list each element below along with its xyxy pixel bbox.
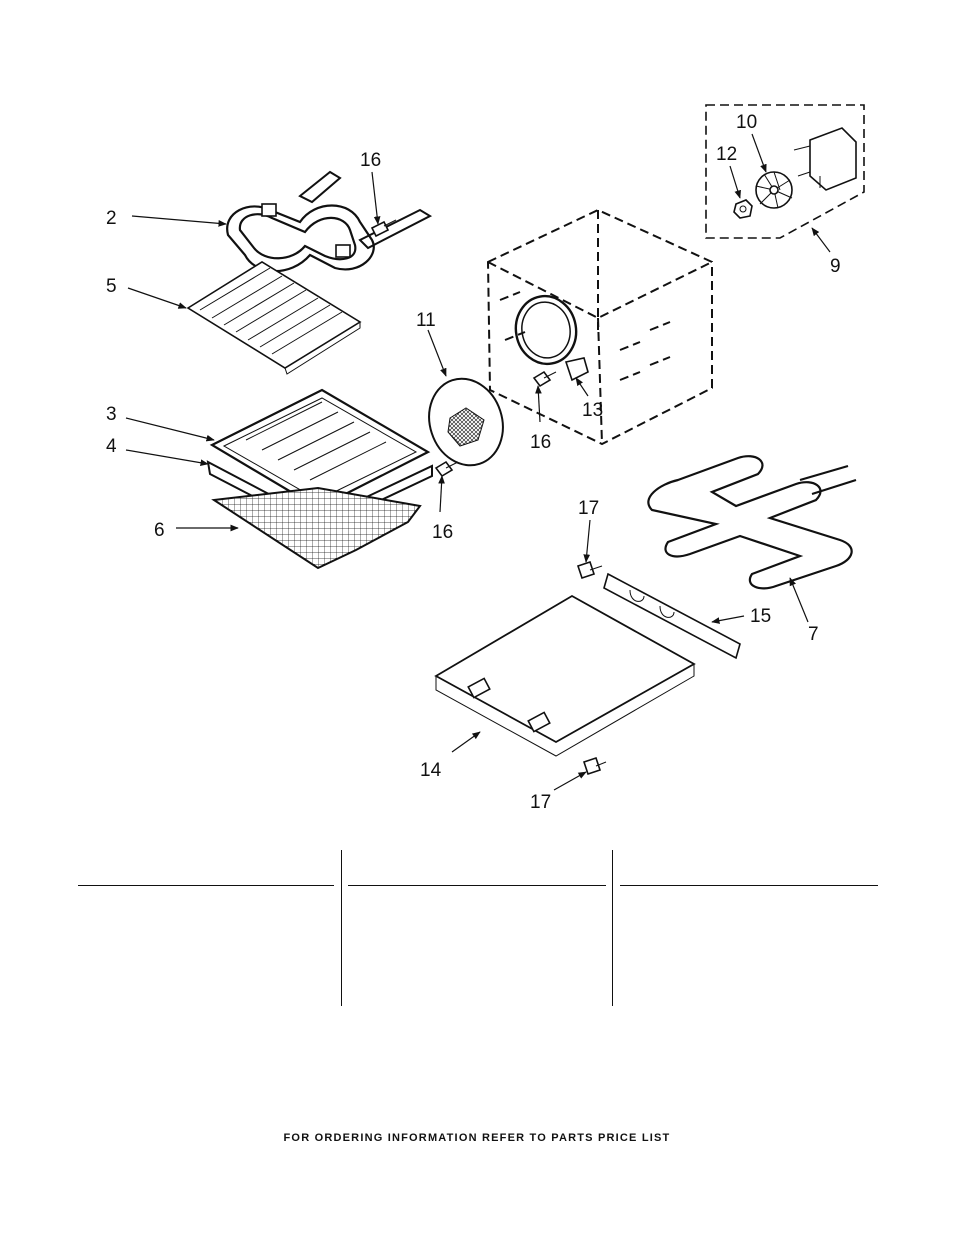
screw-part-16-upper [370,219,397,238]
oven-rack-part-6 [211,486,422,570]
leader-lines [125,133,831,791]
table-header-rule-middle [348,885,606,886]
table-column-divider-2 [612,850,613,1006]
convection-fan-assembly-part-9 [705,104,865,239]
screw-part-17-lower [582,756,607,776]
callout-15: 15 [750,606,771,627]
callout-16-lower: 16 [530,432,551,453]
bottom-panel-part-14 [434,594,696,757]
broil-tray-part-5 [186,261,362,375]
table-header-rule-left [78,885,334,886]
exploded-parts-diagram: 2 5 3 4 6 16 11 16 16 13 10 12 9 7 15 17… [106,104,865,813]
bake-element-part-7 [647,455,857,590]
callout-16-middle: 16 [432,522,453,543]
callout-3: 3 [106,404,117,425]
nut-part-12 [733,199,753,219]
oven-cavity-outline [486,208,713,446]
callout-11: 11 [416,310,436,331]
broil-element-part-2 [226,170,433,273]
callout-17-upper: 17 [578,498,599,519]
fan-motor [793,127,857,191]
broiler-pan-part-3 [209,388,431,510]
callout-17-lower: 17 [530,792,551,813]
fan-cover-part-11 [428,377,504,467]
convection-element-part-13 [514,294,589,382]
callout-12: 12 [716,144,737,165]
callout-10: 10 [736,112,757,133]
callout-7: 7 [808,624,819,645]
callout-16-upper: 16 [360,150,381,171]
table-column-divider-1 [341,850,342,1006]
screw-part-16-lower [532,370,557,388]
callout-9: 9 [830,256,841,277]
callout-2: 2 [106,208,117,229]
screw-part-17-upper [576,560,603,580]
ordering-info-footer: FOR ORDERING INFORMATION REFER TO PARTS … [283,1132,671,1144]
fan-blade-part-10 [755,171,793,209]
bracket-part-15 [603,572,741,660]
callout-13: 13 [582,400,603,421]
callout-14: 14 [420,760,442,781]
table-header-rule-right [620,885,878,886]
callout-6: 6 [154,520,165,541]
callout-5: 5 [106,276,117,297]
screw-part-16-middle [434,460,459,478]
callout-4: 4 [106,436,117,457]
